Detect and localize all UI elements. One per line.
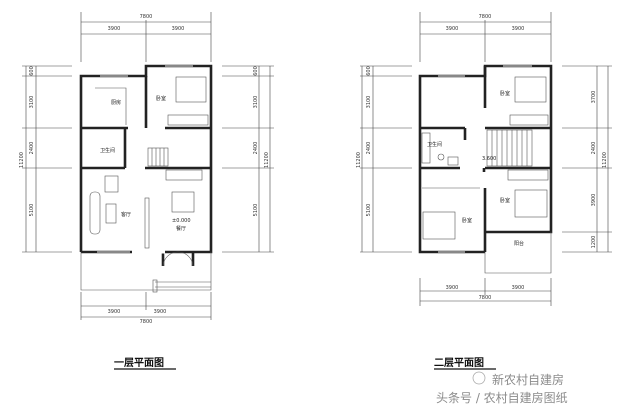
room-label-kitchen: 厨房 — [111, 99, 121, 106]
room-label-balcony: 阳台 — [514, 240, 524, 247]
dim-total-depth: 11200 — [19, 152, 25, 168]
sofa-icon — [89, 191, 101, 235]
dim-2400: 2400 — [591, 142, 597, 155]
watermark-line1: 新农村自建房 — [492, 372, 564, 387]
wardrobe-icon — [507, 169, 549, 181]
stairs-icon — [486, 129, 533, 167]
bed-icon — [175, 76, 207, 103]
dim-total-depth: 11200 — [264, 152, 270, 168]
coffee-table-icon — [105, 203, 117, 224]
dim-2400: 2400 — [29, 142, 35, 155]
dim-600: 600 — [366, 66, 372, 76]
dim-total-depth: 11200 — [602, 152, 608, 168]
room-label-bedroom: 卧室 — [500, 197, 510, 204]
dim-2400: 2400 — [366, 142, 372, 155]
bed-icon — [422, 211, 456, 240]
room-label-bathroom: 卫生间 — [427, 141, 442, 148]
dining-table-icon — [171, 191, 195, 213]
floor2-left-dimensions: 600 3100 2400 5100 11200 — [356, 65, 412, 253]
dim-3100: 3100 — [253, 96, 259, 109]
stairs-icon — [147, 147, 169, 167]
tv-cabinet-icon — [144, 197, 150, 249]
floor2-right-dimensions: 3700 2400 3900 1200 11200 — [562, 65, 612, 253]
bathtub-icon — [421, 132, 431, 164]
dim-bay-right: 3900 — [172, 26, 185, 32]
room-label-bedroom: 卧室 — [500, 90, 510, 97]
elevation-mark: 3.600 — [482, 156, 496, 162]
dim-bay-left: 3900 — [446, 26, 459, 32]
room-label-dining: 餐厅 — [176, 225, 186, 232]
floor2-furniture — [421, 76, 552, 274]
dim-bay-right: 3900 — [154, 309, 167, 315]
wardrobe-icon — [167, 114, 209, 126]
cabinet-icon — [165, 169, 203, 181]
toilet-icon — [437, 153, 445, 161]
dim-3100: 3100 — [29, 96, 35, 109]
floor1-bottom-dimensions: 3900 3900 7800 — [80, 292, 212, 325]
dim-bay-left: 3900 — [108, 309, 121, 315]
floor1-walls — [79, 64, 213, 266]
wardrobe-icon — [509, 114, 549, 126]
speech-bubble-icon — [472, 371, 486, 385]
floor1-right-dimensions: 600 3100 2400 5100 11200 — [222, 65, 274, 253]
watermark-line2: 头条号 / 农村自建房图纸 — [436, 390, 568, 405]
room-label-bedroom: 卧室 — [156, 95, 166, 102]
dim-total-width: 7800 — [479, 14, 492, 20]
dim-3900: 3900 — [591, 194, 597, 207]
bed-icon — [514, 76, 547, 103]
dim-3700: 3700 — [591, 91, 597, 104]
bed-icon — [514, 189, 548, 218]
sink-icon — [447, 156, 459, 166]
floor1-title: 一层平面图 — [114, 357, 164, 369]
floor2-plan: 7800 3900 3900 600 3100 2400 5100 11200 — [356, 12, 612, 370]
dim-bay-left: 3900 — [108, 26, 121, 32]
floor1-plan: 7800 3900 3900 600 3100 2400 5100 11200 — [19, 12, 274, 370]
dim-total-width: 7800 — [479, 295, 492, 301]
floor1-furniture — [80, 76, 212, 293]
floor2-walls — [418, 64, 553, 254]
room-label-bedroom: 卧室 — [462, 217, 472, 224]
dim-bay-right: 3900 — [512, 285, 525, 291]
dim-5100: 5100 — [29, 204, 35, 217]
dim-total-width: 7800 — [140, 14, 153, 20]
dim-bay-right: 3900 — [512, 26, 525, 32]
dim-bay-left: 3900 — [446, 285, 459, 291]
dim-5100: 5100 — [366, 204, 372, 217]
dim-600: 600 — [29, 66, 35, 76]
dim-3100: 3100 — [366, 96, 372, 109]
dim-2400: 2400 — [253, 142, 259, 155]
room-label-bathroom: 卫生间 — [100, 147, 115, 154]
floor2-title: 二层平面图 — [434, 357, 484, 369]
floor1-top-dimensions: 7800 3900 3900 — [80, 12, 212, 62]
dim-1200: 1200 — [591, 236, 597, 249]
dim-600: 600 — [253, 66, 259, 76]
floor2-bottom-dimensions: 3900 3900 7800 — [419, 278, 552, 306]
floor1-left-dimensions: 600 3100 2400 5100 11200 — [19, 65, 72, 253]
dim-5100: 5100 — [253, 204, 259, 217]
elevation-mark: ±0.000 — [172, 218, 191, 224]
room-label-living: 客厅 — [121, 211, 131, 218]
watermark: 新农村自建房 头条号 / 农村自建房图纸 — [436, 371, 568, 405]
dim-total-depth: 11200 — [356, 152, 362, 168]
floor2-top-dimensions: 7800 3900 3900 — [419, 12, 552, 62]
armchair-icon — [104, 175, 119, 193]
dim-total-width: 7800 — [140, 319, 153, 325]
